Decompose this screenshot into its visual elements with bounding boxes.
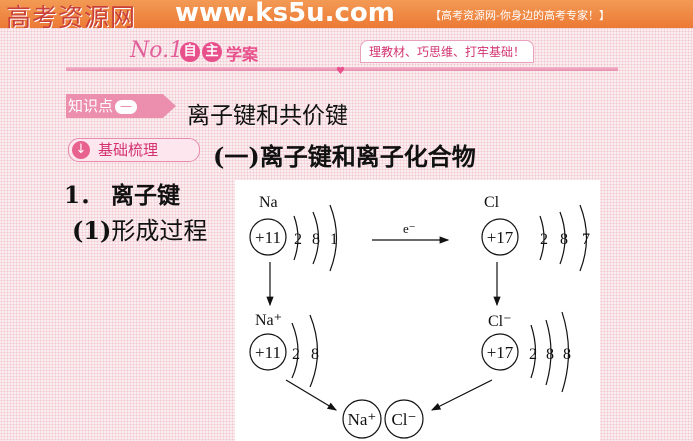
electron-label: e⁻ — [403, 221, 416, 236]
cl-ion-shell-1: 2 — [529, 346, 537, 363]
subsection-title: (一)离子键和离子化合物 — [213, 142, 476, 171]
product-na-circle — [342, 399, 382, 439]
na-label: Na — [259, 194, 278, 211]
cl-shell-1: 2 — [540, 231, 548, 248]
na-ion-shell-1: 2 — [292, 346, 300, 363]
banner-label: 学案 — [226, 45, 259, 64]
section-title: 离子键和共价键 — [187, 103, 348, 129]
cl-ion-nucleus: +17 — [487, 343, 514, 362]
product-cl-circle — [384, 399, 424, 439]
na-shell-1: 2 — [294, 231, 302, 248]
banner-circle-1: 自 — [180, 42, 200, 62]
basic-review-tag: ↓ 基础梳理 — [68, 138, 200, 162]
heart-icon: ♥ — [336, 66, 345, 77]
cl-label: Cl — [484, 194, 500, 211]
na-ion-shell-2: 8 — [311, 346, 319, 363]
basic-review-label: 基础梳理 — [98, 141, 159, 159]
cl-ion-arrow — [430, 379, 493, 411]
cl-shell-2: 8 — [560, 231, 568, 248]
knowledge-point-tag: 知识点一 — [66, 94, 176, 118]
site-slogan: 【高考资源网-你身边的高考专家！】 — [430, 9, 610, 22]
na-ion-shells — [291, 314, 319, 388]
cl-nucleus: +17 — [487, 228, 514, 247]
cl-ion-nucleus-circle — [481, 333, 519, 371]
arrow-down-icon: ↓ — [72, 141, 90, 159]
site-logo: 高考资源网 — [6, 3, 137, 32]
banner-divider — [66, 67, 618, 71]
site-header-bar — [0, 0, 693, 28]
na-ion-nucleus: +11 — [255, 343, 281, 362]
na-ion-nucleus-circle — [249, 333, 287, 371]
item-subheading-number: (1) — [72, 216, 112, 245]
na-ion-label: Na⁺ — [255, 312, 282, 329]
banner-circle-2: 主 — [202, 42, 222, 62]
site-url[interactable]: www.ks5u.com — [175, 0, 395, 28]
knowledge-point-number: 一 — [115, 100, 138, 114]
na-ion-arrow — [285, 379, 338, 411]
item-heading: 1． 离子键 — [64, 182, 181, 209]
na-shells — [293, 204, 338, 272]
product-cl: Cl⁻ — [391, 410, 416, 429]
cl-shells — [539, 204, 588, 272]
cl-ion-label: Cl⁻ — [488, 313, 512, 330]
diagram-svg: Na +11 2 8 1 e⁻ Cl +17 2 8 7 Na⁺ +11 2 8… — [249, 194, 590, 439]
banner-number: No.1 — [130, 38, 184, 63]
cl-ion-shell-2: 8 — [546, 346, 554, 363]
cl-ion-shell-3: 8 — [563, 346, 571, 363]
na-shell-2: 8 — [312, 231, 320, 248]
na-nucleus: +11 — [255, 228, 281, 247]
item-subheading: (1)形成过程 — [72, 211, 207, 246]
na-nucleus-circle — [249, 218, 287, 256]
na-shell-3: 1 — [330, 231, 338, 248]
cl-shell-3: 7 — [582, 231, 590, 248]
product-na: Na⁺ — [348, 410, 377, 429]
banner-motto: 理教材、巧思维、打牢基础！ — [360, 40, 535, 63]
item-subheading-text: 形成过程 — [111, 217, 208, 245]
ionic-bond-diagram: Na +11 2 8 1 e⁻ Cl +17 2 8 7 Na⁺ +11 2 8… — [235, 180, 600, 441]
cl-nucleus-circle — [481, 218, 519, 256]
knowledge-point-label: 知识点 — [68, 97, 114, 115]
cl-ion-shells — [530, 311, 570, 393]
